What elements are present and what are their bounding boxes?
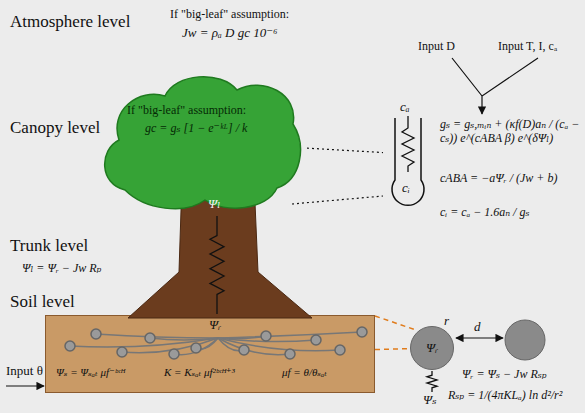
root-tip [335, 345, 345, 355]
root-line [218, 332, 362, 338]
soil-equation: μf = θ/θₛₐₜ [282, 366, 327, 379]
root-line [96, 334, 218, 338]
soil-resistor [427, 371, 437, 392]
dashed-leader [375, 348, 410, 350]
soil-equation: Ψₛ = Ψₛₐₜ μf⁻ᵇᶜᴴ [56, 366, 125, 379]
dotted-leader [307, 148, 383, 152]
input-label: Input T, I, cₐ [498, 40, 557, 54]
root-tip [191, 343, 201, 353]
resistor-symbols [210, 216, 437, 392]
equation: Ψₗ = Ψᵣ − Jw Rₚ [22, 262, 101, 276]
input-label: Input θ [6, 364, 43, 379]
leader-dashed [375, 316, 416, 330]
root-tip [65, 341, 75, 351]
root-tip [357, 327, 367, 337]
trunk-resistor [210, 216, 224, 314]
potential-label: Ψᵣ [209, 318, 221, 333]
neighbour-root [505, 320, 545, 360]
input-theta-arrow [6, 385, 44, 386]
root-line [150, 338, 218, 340]
potential-label: Ψᵣ [426, 341, 438, 356]
root-circle: Ψᵣ [410, 326, 454, 370]
equation: Jw = ρₐ D gc 10⁻⁶ [182, 26, 278, 41]
soil-equation: K = Kₛₐₜ μf²ᵇᶜᴴ⁺³ [164, 366, 235, 379]
concentration-label: cₐ [400, 100, 410, 115]
root-tip [261, 331, 271, 341]
level-label: Soil level [10, 292, 75, 312]
level-label: Atmosphere level [10, 12, 130, 32]
root-tip [91, 329, 101, 339]
stomata-walls [392, 118, 424, 205]
input-arrow [452, 58, 538, 114]
concentration-label: cᵢ [402, 181, 410, 196]
stomata-resistor [402, 116, 414, 172]
root-tip [239, 345, 249, 355]
equation: Ψᵣ = Ψₛ − Jw Rₛₚ [462, 368, 547, 382]
level-label: Canopy level [10, 118, 100, 138]
dimension-label: d [474, 320, 481, 335]
radius-line [432, 332, 446, 348]
equation: cABA = −aΨᵣ / (Jw + b) [440, 172, 557, 186]
distance-arrow [456, 337, 503, 338]
canopy-outline [105, 77, 301, 209]
canopy-equation: If "big-leaf" assumption: [127, 104, 246, 118]
equation: Rₛₚ = 1/(4πKLₐ) ln d²/r² [448, 389, 562, 403]
root-tip [285, 349, 295, 359]
root-tip [145, 333, 155, 343]
root-line [174, 338, 218, 355]
potential-label: Ψₛ [423, 393, 437, 408]
input-label: Input D [418, 40, 455, 54]
trunk-shape [128, 180, 312, 318]
equation: gₛ = gₛ,ₘᵢₙ + (κf(D)aₙ / (cₐ − cₛ)) e^(c… [440, 118, 582, 146]
canopy-crown: If "big-leaf" assumption: gc = gₛ [1 − e⁻… [95, 68, 307, 216]
canopy-equation: gc = gₛ [1 − e⁻ᵏᴸ] / k [145, 122, 247, 136]
root-tip [311, 335, 321, 345]
level-label: Trunk level [10, 236, 88, 256]
dimension-label: r [444, 314, 449, 329]
potential-label: Ψₗ [208, 197, 220, 212]
root-tip [117, 347, 127, 357]
canopy-blob [95, 68, 307, 216]
assumption-note: If "big-leaf" assumption: [170, 8, 289, 22]
root-tip [169, 349, 179, 359]
stomata-symbol: cₐ cᵢ [383, 100, 433, 208]
equation: cᵢ = cₐ − 1.6aₙ / gₛ [440, 206, 530, 220]
leader-dotted [292, 196, 383, 204]
